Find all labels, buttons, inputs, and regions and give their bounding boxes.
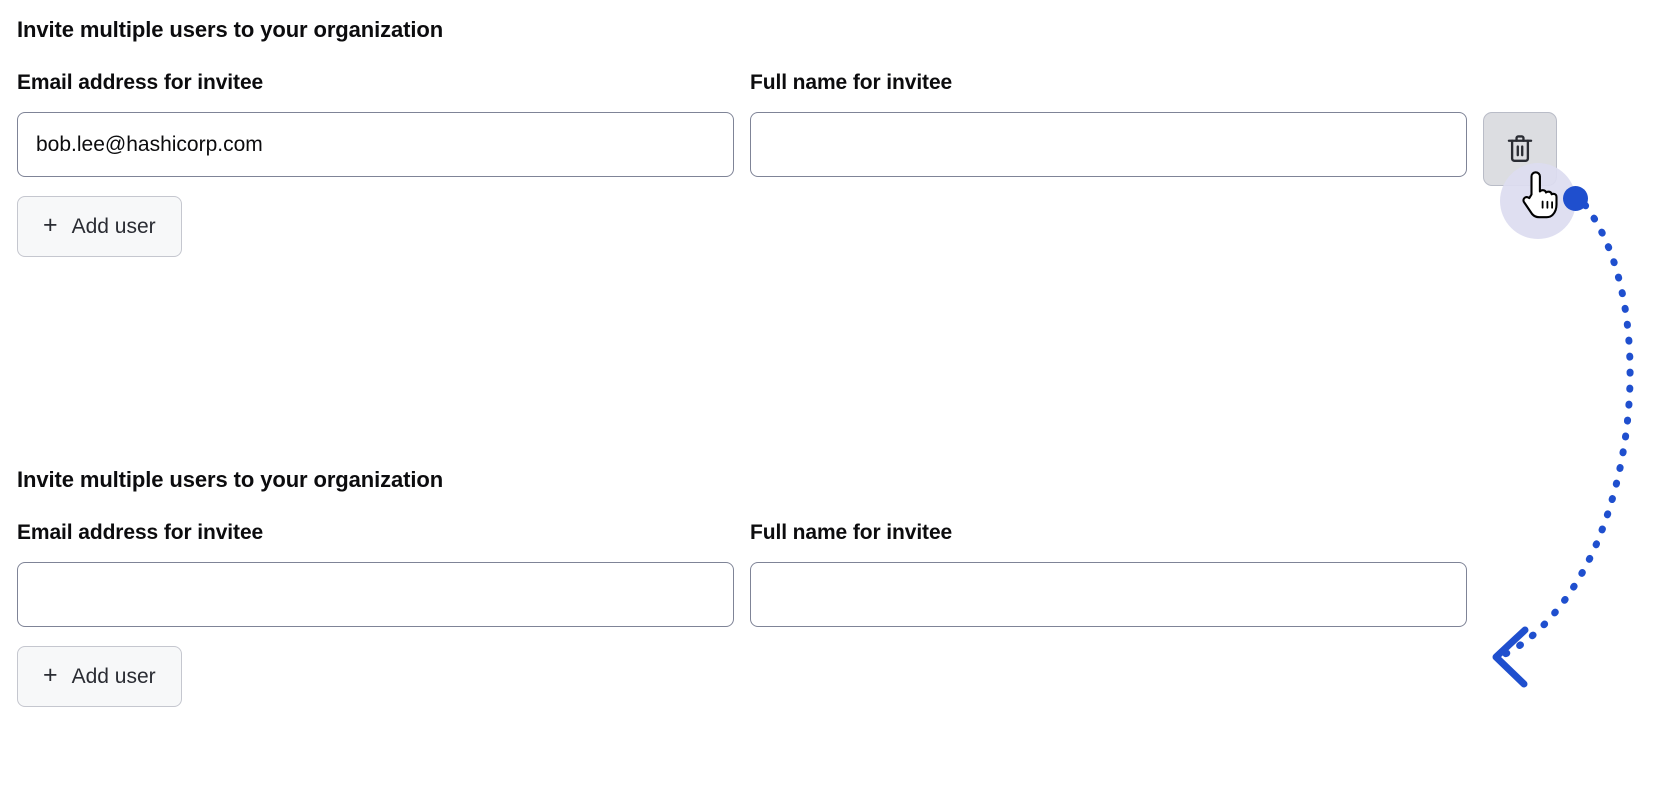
invite-section-bottom: Invite multiple users to your organizati… xyxy=(17,466,1657,707)
fullname-input[interactable] xyxy=(750,562,1467,627)
fullname-field-group: Full name for invitee xyxy=(750,70,1467,177)
add-user-button[interactable]: + Add user xyxy=(17,196,182,257)
fields-row: Email address for invitee Full name for … xyxy=(17,520,1657,627)
fullname-input[interactable] xyxy=(750,112,1467,177)
add-user-button-label: Add user xyxy=(71,664,156,688)
email-field-label: Email address for invitee xyxy=(17,71,264,94)
email-input[interactable] xyxy=(17,562,734,627)
section-title: Invite multiple users to your organizati… xyxy=(17,467,444,492)
email-field-group: Email address for invitee xyxy=(17,520,734,627)
section-title: Invite multiple users to your organizati… xyxy=(17,17,444,42)
email-field-label: Email address for invitee xyxy=(17,521,264,544)
fullname-field-group: Full name for invitee xyxy=(750,520,1467,627)
email-input[interactable] xyxy=(17,112,734,177)
add-user-button[interactable]: + Add user xyxy=(17,646,182,707)
plus-icon: + xyxy=(43,211,58,239)
invite-section-top: Invite multiple users to your organizati… xyxy=(17,16,1657,257)
fullname-field-label: Full name for invitee xyxy=(750,71,953,94)
delete-user-button[interactable] xyxy=(1483,112,1557,186)
plus-icon: + xyxy=(43,661,58,689)
fullname-field-label: Full name for invitee xyxy=(750,521,953,544)
email-field-group: Email address for invitee xyxy=(17,70,734,177)
trash-icon xyxy=(1505,133,1535,165)
add-user-button-label: Add user xyxy=(71,214,156,238)
fields-row: Email address for invitee Full name for … xyxy=(17,70,1657,186)
